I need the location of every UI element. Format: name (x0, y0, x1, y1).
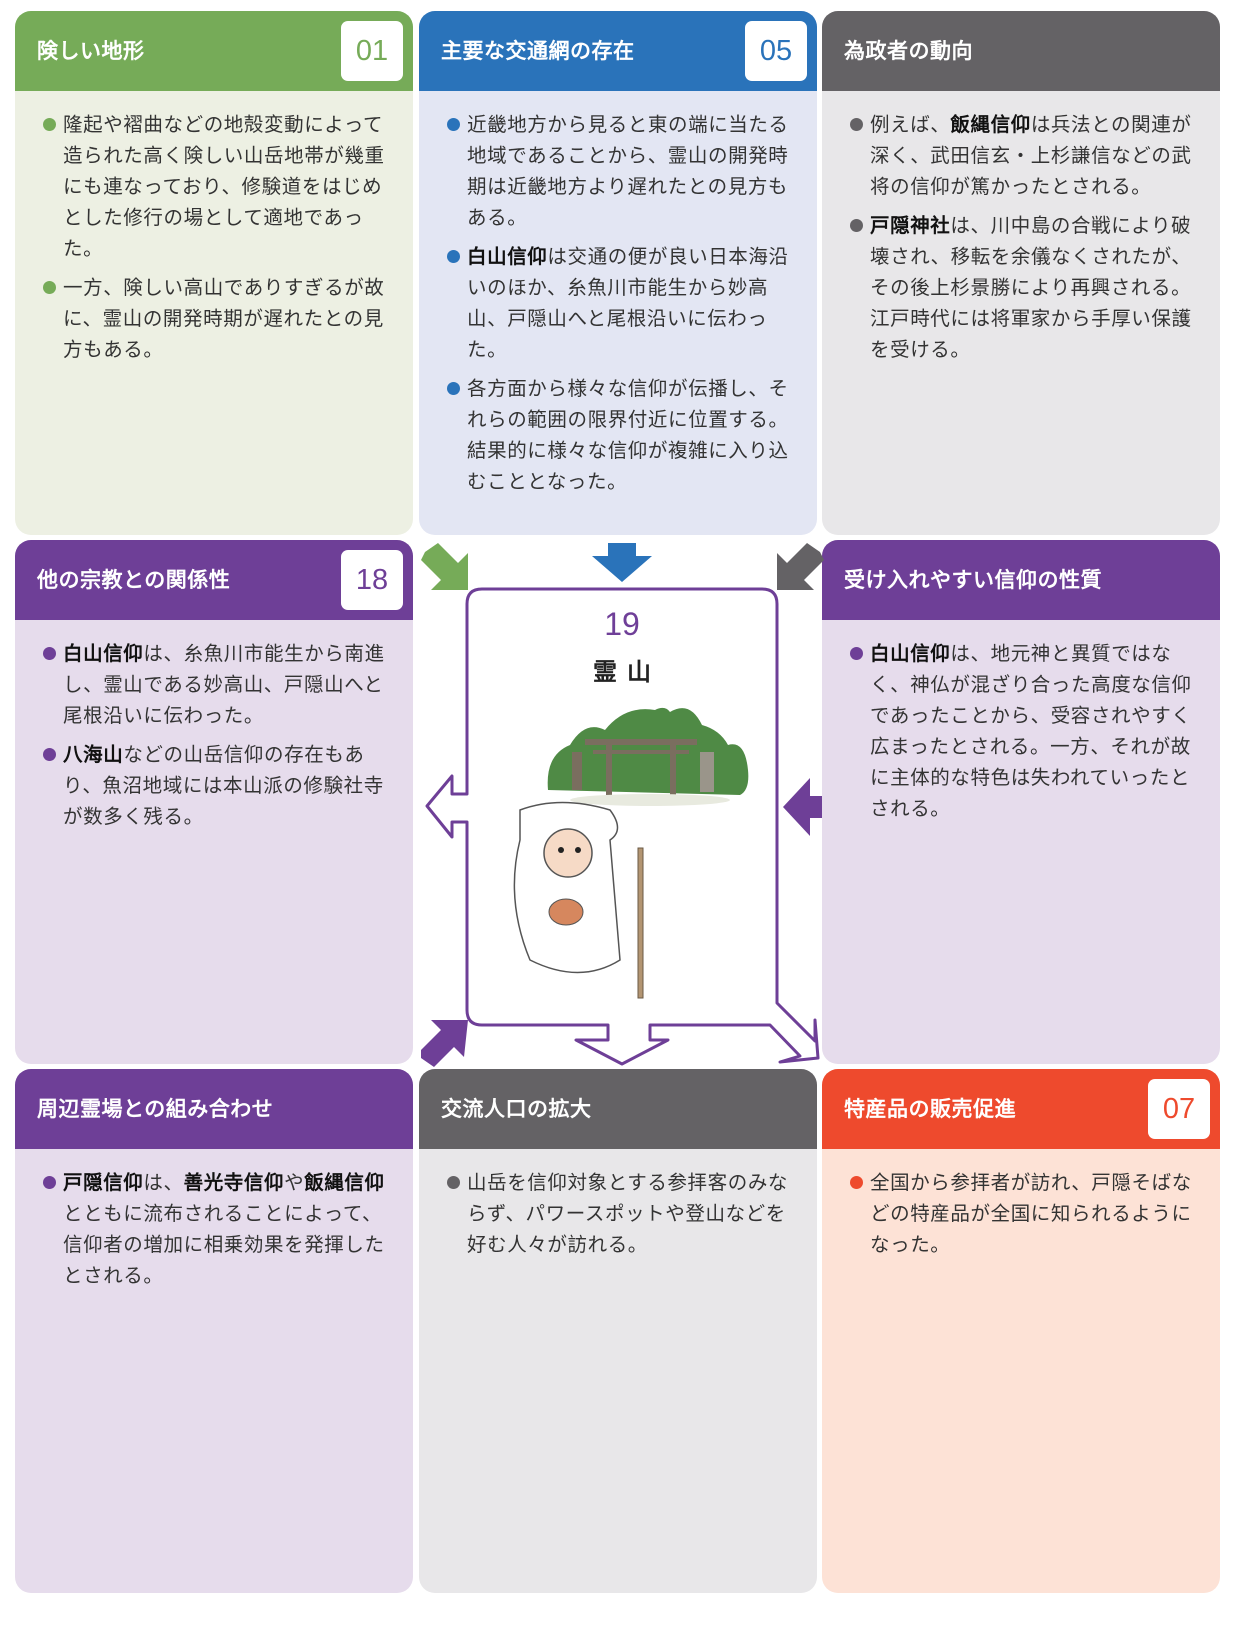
card-title: 主要な交通網の存在 (441, 39, 635, 63)
card-header: 特産品の販売促進 07 (822, 1069, 1220, 1149)
card-number-badge: 07 (1148, 1079, 1210, 1139)
card-header: 為政者の動向 (822, 11, 1220, 91)
arrow-from-transport-network-icon (592, 543, 652, 582)
text-segment: は、地元神と異質ではなく、神仏が混ざり合った高度な信仰であったことから、受容され… (870, 642, 1192, 820)
card-body: 白山信仰は、地元神と異質ではなく、神仏が混ざり合った高度な信仰であったことから、… (822, 620, 1220, 824)
card-header: 交流人口の拡大 (419, 1069, 817, 1149)
bullet-item: 戸隠信仰は、善光寺信仰や飯縄信仰とともに流布されることによって、信仰者の増加に相… (43, 1167, 391, 1291)
bullet-dot-icon (43, 1176, 56, 1189)
text-segment: とともに流布されることによって、信仰者の増加に相乗効果を発揮したとされる。 (63, 1202, 385, 1287)
text-segment: は、糸魚川市能生から南進し、霊山である妙高山、戸隠山へと尾根沿いに伝わった。 (63, 642, 385, 727)
card-body: 隆起や褶曲などの地殻変動によって造られた高く険しい山岳地帯が幾重にも連なっており… (15, 91, 413, 365)
arrow-to-nearby-sacred-sites-icon (421, 1020, 468, 1067)
card-body: 近畿地方から見ると東の端に当たる地域であることから、霊山の開発時期は近畿地方より… (419, 91, 817, 497)
card-title: 受け入れやすい信仰の性質 (844, 568, 1102, 592)
text-segment: 近畿地方から見ると東の端に当たる地域であることから、霊山の開発時期は近畿地方より… (467, 113, 789, 229)
bold-term: 戸隠信仰 (63, 1171, 144, 1194)
bold-term: 飯縄信仰 (304, 1171, 385, 1194)
bullet-dot-icon (850, 1176, 863, 1189)
bullet-item: 各方面から様々な信仰が伝播し、それらの範囲の限界付近に位置する。結果的に様々な信… (447, 373, 795, 497)
bold-term: 白山信仰 (63, 642, 144, 665)
bold-term: 白山信仰 (467, 245, 548, 268)
text-segment: は交通の便が良い日本海沿いのほか、糸魚川市能生から妙高山、戸隠山へと尾根沿いに伝… (467, 245, 789, 361)
bullet-item: 白山信仰は、糸魚川市能生から南進し、霊山である妙高山、戸隠山へと尾根沿いに伝わっ… (43, 638, 391, 731)
arrow-from-rulers-trends-icon (777, 543, 824, 590)
bullet-item: 近畿地方から見ると東の端に当たる地域であることから、霊山の開発時期は近畿地方より… (447, 109, 795, 233)
text-segment: は、川中島の合戦により破壊され、移転を余儀なくされたが、その後上杉景勝により再興… (870, 214, 1192, 361)
card-rulers-trends: 為政者の動向例えば、飯縄信仰は兵法との関連が深く、武田信玄・上杉謙信などの武将の… (822, 11, 1220, 535)
bullet-item: 戸隠神社は、川中島の合戦により破壊され、移転を余儀なくされたが、その後上杉景勝に… (850, 210, 1198, 365)
sacred-mountain-illustration (513, 707, 749, 999)
bold-term: 八海山 (63, 743, 124, 766)
card-specialty-sales: 特産品の販売促進 07 全国から参拝者が訪れ、戸隠そばなどの特産品が全国に知られるよ… (822, 1069, 1220, 1593)
card-title: 為政者の動向 (844, 39, 973, 63)
bold-term: 戸隠神社 (870, 214, 951, 237)
card-body: 全国から参拝者が訪れ、戸隠そばなどの特産品が全国に知られるようになった。 (822, 1149, 1220, 1260)
bold-term: 善光寺信仰 (183, 1171, 285, 1194)
center-title: 霊山 (593, 658, 661, 686)
card-header: 周辺霊場との組み合わせ (15, 1069, 413, 1149)
bullet-dot-icon (43, 118, 56, 131)
arrow-from-steep-terrain-icon (421, 543, 468, 590)
bullet-item: 白山信仰は、地元神と異質ではなく、神仏が混ざり合った高度な信仰であったことから、… (850, 638, 1198, 824)
card-title: 周辺霊場との組み合わせ (37, 1097, 274, 1121)
text-segment: は、 (143, 1171, 184, 1194)
card-body: 例えば、飯縄信仰は兵法との関連が深く、武田信玄・上杉謙信などの武将の信仰が篤かっ… (822, 91, 1220, 365)
text-segment: 隆起や褶曲などの地殻変動によって造られた高く険しい山岳地帯が幾重にも連なっており… (63, 113, 385, 260)
bullet-dot-icon (43, 748, 56, 761)
bullet-item: 一方、険しい高山でありすぎるが故に、霊山の開発時期が遅れたとの見方もある。 (43, 272, 391, 365)
card-title: 険しい地形 (37, 39, 145, 63)
text-segment: 山岳を信仰対象とする参拝客のみならず、パワースポットや登山などを好む人々が訪れる… (467, 1171, 789, 1256)
text-segment: や (284, 1171, 305, 1194)
text-segment: 一方、険しい高山でありすぎるが故に、霊山の開発時期が遅れたとの見方もある。 (63, 276, 385, 361)
text-segment: 各方面から様々な信仰が伝播し、それらの範囲の限界付近に位置する。結果的に様々な信… (467, 377, 789, 493)
bullet-item: 全国から参拝者が訪れ、戸隠そばなどの特産品が全国に知られるようになった。 (850, 1167, 1198, 1260)
center-number: 19 (604, 606, 640, 642)
bold-term: 白山信仰 (870, 642, 951, 665)
card-nearby-sacred-sites: 周辺霊場との組み合わせ戸隠信仰は、善光寺信仰や飯縄信仰とともに流布されることによ… (15, 1069, 413, 1593)
text-segment: などの山岳信仰の存在もあり、魚沼地域には本山派の修験社寺が数多く残る。 (63, 743, 384, 828)
bullet-item: 白山信仰は交通の便が良い日本海沿いのほか、糸魚川市能生から妙高山、戸隠山へと尾根… (447, 241, 795, 365)
card-body: 白山信仰は、糸魚川市能生から南進し、霊山である妙高山、戸隠山へと尾根沿いに伝わっ… (15, 620, 413, 832)
card-accepted-faith: 受け入れやすい信仰の性質白山信仰は、地元神と異質ではなく、神仏が混ざり合った高度… (822, 540, 1220, 1064)
card-header: 他の宗教との関係性 18 (15, 540, 413, 620)
card-steep-terrain: 険しい地形 01 隆起や褶曲などの地殻変動によって造られた高く険しい山岳地帯が幾重に… (15, 11, 413, 535)
bullet-item: 隆起や褶曲などの地殻変動によって造られた高く険しい山岳地帯が幾重にも連なっており… (43, 109, 391, 264)
bullet-dot-icon (850, 219, 863, 232)
bullet-dot-icon (850, 118, 863, 131)
text-segment: は兵法との関連が深く、武田信玄・上杉謙信などの武将の信仰が篤かったとされる。 (870, 113, 1192, 198)
card-title: 交流人口の拡大 (441, 1097, 592, 1121)
bullet-dot-icon (43, 647, 56, 660)
bullet-dot-icon (447, 250, 460, 263)
card-body: 戸隠信仰は、善光寺信仰や飯縄信仰とともに流布されることによって、信仰者の増加に相… (15, 1149, 413, 1291)
bullet-item: 例えば、飯縄信仰は兵法との関連が深く、武田信玄・上杉謙信などの武将の信仰が篤かっ… (850, 109, 1198, 202)
card-header: 受け入れやすい信仰の性質 (822, 540, 1220, 620)
bullet-dot-icon (447, 118, 460, 131)
bullet-dot-icon (850, 647, 863, 660)
card-number-badge: 18 (341, 550, 403, 610)
card-title: 特産品の販売促進 (844, 1097, 1016, 1121)
card-transport-network: 主要な交通網の存在 05 近畿地方から見ると東の端に当たる地域であることから、霊山の… (419, 11, 817, 535)
card-body: 山岳を信仰対象とする参拝客のみならず、パワースポットや登山などを好む人々が訪れる… (419, 1149, 817, 1260)
card-title: 他の宗教との関係性 (37, 568, 231, 592)
bullet-item: 山岳を信仰対象とする参拝客のみならず、パワースポットや登山などを好む人々が訪れる… (447, 1167, 795, 1260)
arrow-from-accepted-faith-icon (783, 778, 822, 836)
card-other-religions: 他の宗教との関係性 18 白山信仰は、糸魚川市能生から南進し、霊山である妙高山、戸隠… (15, 540, 413, 1064)
bullet-dot-icon (447, 1176, 460, 1189)
card-visitor-expansion: 交流人口の拡大山岳を信仰対象とする参拝客のみならず、パワースポットや登山などを好… (419, 1069, 817, 1593)
card-number-badge: 05 (745, 21, 807, 81)
text-segment: 全国から参拝者が訪れ、戸隠そばなどの特産品が全国に知られるようになった。 (870, 1171, 1192, 1256)
bold-term: 飯縄信仰 (950, 113, 1031, 136)
bullet-item: 八海山などの山岳信仰の存在もあり、魚沼地域には本山派の修験社寺が数多く残る。 (43, 739, 391, 832)
card-number-badge: 01 (341, 21, 403, 81)
card-header: 険しい地形 01 (15, 11, 413, 91)
text-segment: 例えば、 (870, 113, 951, 136)
bullet-dot-icon (43, 281, 56, 294)
bullet-dot-icon (447, 382, 460, 395)
card-header: 主要な交通網の存在 05 (419, 11, 817, 91)
